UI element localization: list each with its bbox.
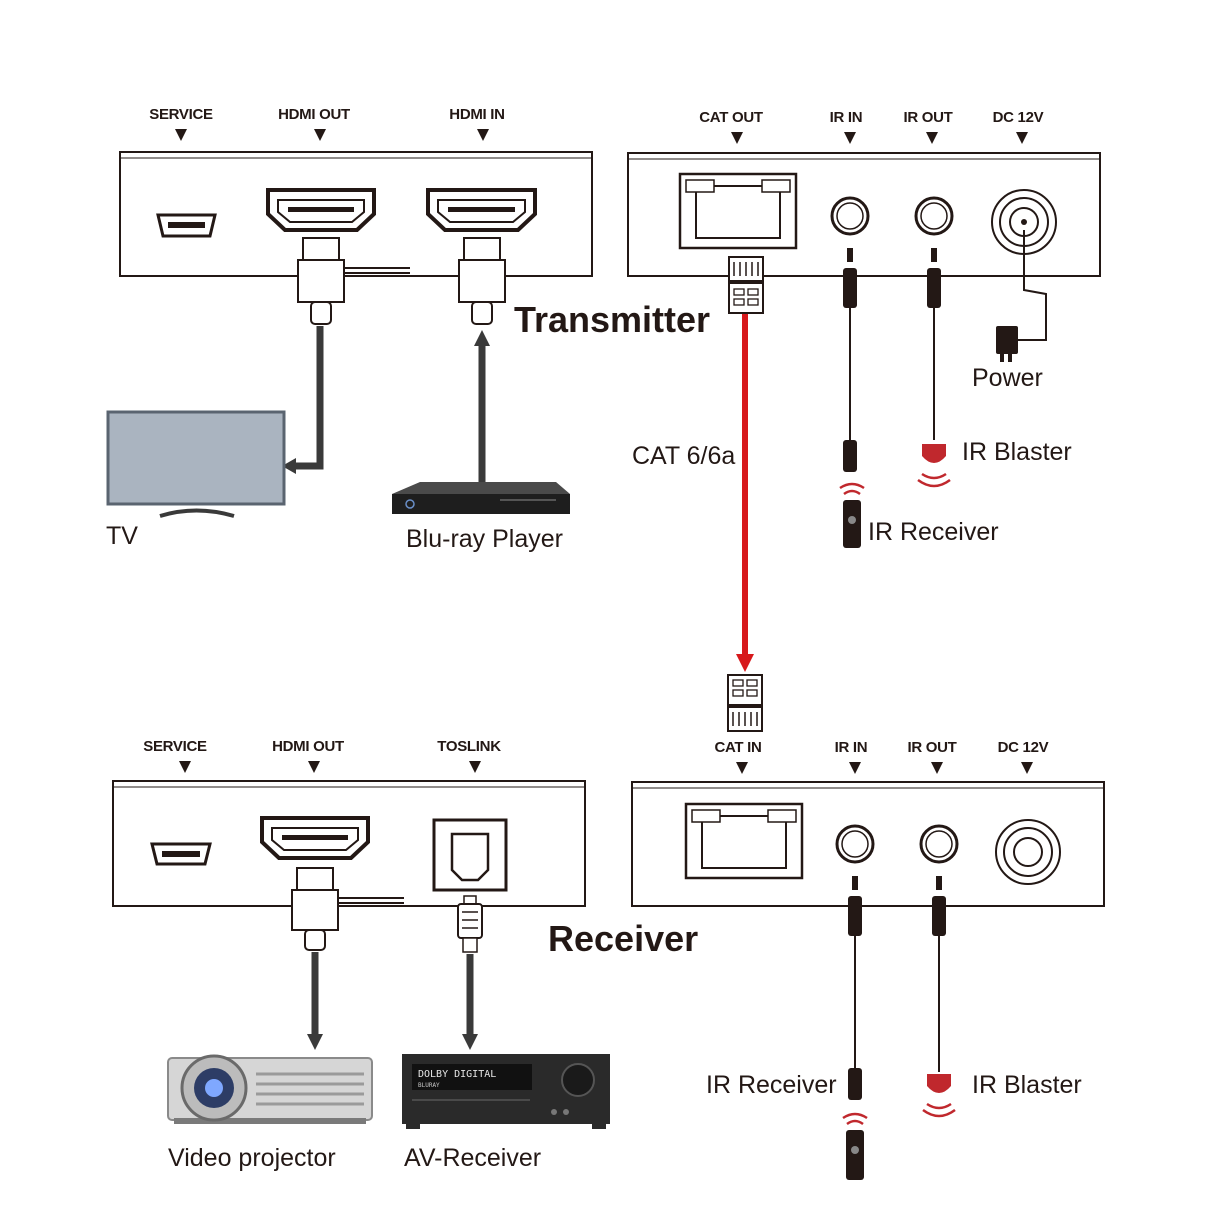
port-label-hdmi-out: HDMI OUT bbox=[278, 106, 350, 123]
ir-cable-3-5mm bbox=[927, 248, 941, 440]
arrow-down-icon bbox=[469, 761, 481, 773]
receiver-title: Receiver bbox=[548, 918, 698, 959]
av-display-line2: BLURAY bbox=[418, 1082, 440, 1089]
arrow-down-icon bbox=[731, 132, 743, 144]
rj45-plug-icon bbox=[727, 674, 763, 732]
arrow-down-icon bbox=[462, 1034, 478, 1050]
ir-cable-3-5mm bbox=[848, 876, 862, 1100]
arrow-down-icon bbox=[1016, 132, 1028, 144]
arrow-down-icon bbox=[736, 762, 748, 774]
port-label-cat-in: CAT IN bbox=[714, 739, 761, 756]
port-label-hdmi-in: HDMI IN bbox=[449, 106, 504, 123]
rj45-port-icon bbox=[678, 172, 798, 250]
port-label-ir-out: IR OUT bbox=[903, 109, 952, 126]
transmitter-title: Transmitter bbox=[514, 299, 710, 340]
receiver-rear-panel: CAT IN IR IN IR OUT DC 12V bbox=[631, 739, 1105, 907]
arrow-down-icon bbox=[736, 654, 754, 672]
tx-ir-blaster-label: IR Blaster bbox=[962, 438, 1072, 466]
hdmi-out-port-icon bbox=[266, 188, 376, 232]
ir-blaster-icon bbox=[922, 1074, 956, 1118]
hdmi-plug-icon bbox=[291, 867, 404, 951]
receiver-front-panel: SERVICE HDMI OUT TOSLINK bbox=[112, 738, 586, 953]
transmitter-rear-panel: CAT OUT IR IN IR OUT DC 12V bbox=[627, 109, 1101, 277]
arrow-down-icon bbox=[1021, 762, 1033, 774]
rx-ir-blaster-label: IR Blaster bbox=[972, 1071, 1082, 1099]
ir-out-jack-icon bbox=[919, 824, 959, 864]
hdmi-plug-icon bbox=[297, 237, 410, 325]
power-label: Power bbox=[972, 364, 1043, 392]
port-label-ir-out: IR OUT bbox=[907, 739, 956, 756]
hdmi-out-port-icon bbox=[260, 816, 370, 860]
arrow-down-icon bbox=[314, 129, 326, 141]
video-projector-label: Video projector bbox=[168, 1144, 336, 1172]
rx-ir-receiver-label: IR Receiver bbox=[706, 1071, 837, 1099]
rj45-plug-icon bbox=[728, 256, 764, 314]
arrow-down-icon bbox=[931, 762, 943, 774]
ir-in-jack-icon bbox=[835, 824, 875, 864]
arrow-down-icon bbox=[179, 761, 191, 773]
arrow-down-icon bbox=[477, 129, 489, 141]
arrow-down-icon bbox=[926, 132, 938, 144]
ir-cable-3-5mm bbox=[932, 876, 946, 1072]
ir-blaster-icon bbox=[917, 444, 951, 488]
arrow-down-icon bbox=[307, 1034, 323, 1050]
port-label-dc-12v: DC 12V bbox=[993, 109, 1044, 126]
toslink-port-icon bbox=[432, 818, 508, 892]
bluray-player-label: Blu-ray Player bbox=[406, 525, 563, 553]
toslink-plug-icon bbox=[457, 895, 483, 953]
cat-cable-label: CAT 6/6a bbox=[632, 442, 735, 470]
ir-cable-3-5mm bbox=[843, 248, 857, 472]
hdmi-plug-icon bbox=[458, 237, 506, 325]
port-label-hdmi-out: HDMI OUT bbox=[272, 738, 344, 755]
av-display-line1: DOLBY DIGITAL bbox=[418, 1069, 496, 1080]
av-receiver-icon: DOLBY DIGITAL BLURAY bbox=[402, 1054, 610, 1129]
transmitter-front-panel: SERVICE HDMI OUT HDMI IN bbox=[119, 106, 593, 325]
port-label-service: SERVICE bbox=[149, 106, 213, 123]
hdmi-cable-to-tv bbox=[290, 326, 324, 470]
hdmi-in-port-icon bbox=[426, 188, 537, 232]
remote-control-icon bbox=[839, 482, 865, 548]
bluray-player-icon bbox=[392, 482, 570, 514]
arrow-down-icon bbox=[175, 129, 187, 141]
arrow-down-icon bbox=[308, 761, 320, 773]
ir-out-jack-icon bbox=[914, 196, 954, 236]
power-cable bbox=[1014, 230, 1047, 341]
micro-usb-port-icon bbox=[156, 213, 217, 238]
port-label-ir-in: IR IN bbox=[830, 109, 863, 126]
port-label-service: SERVICE bbox=[143, 738, 207, 755]
video-projector-icon bbox=[167, 1054, 373, 1124]
arrow-up-icon bbox=[474, 330, 490, 346]
dc-jack-icon bbox=[995, 819, 1061, 885]
av-receiver-label: AV-Receiver bbox=[404, 1144, 541, 1172]
port-label-dc-12v: DC 12V bbox=[998, 739, 1049, 756]
arrow-left-icon bbox=[282, 458, 296, 474]
rj45-port-icon bbox=[684, 802, 804, 880]
arrow-down-icon bbox=[849, 762, 861, 774]
tv-icon bbox=[106, 410, 286, 518]
port-label-ir-in: IR IN bbox=[835, 739, 868, 756]
power-adapter-icon bbox=[996, 326, 1018, 362]
remote-control-icon bbox=[842, 1112, 868, 1180]
tx-ir-receiver-label: IR Receiver bbox=[868, 518, 999, 546]
ir-in-jack-icon bbox=[830, 196, 870, 236]
port-label-cat-out: CAT OUT bbox=[699, 109, 763, 126]
dc-jack-icon bbox=[991, 189, 1057, 255]
port-label-toslink: TOSLINK bbox=[437, 738, 501, 755]
tv-label: TV bbox=[106, 522, 138, 550]
arrow-down-icon bbox=[844, 132, 856, 144]
micro-usb-port-icon bbox=[150, 842, 212, 866]
